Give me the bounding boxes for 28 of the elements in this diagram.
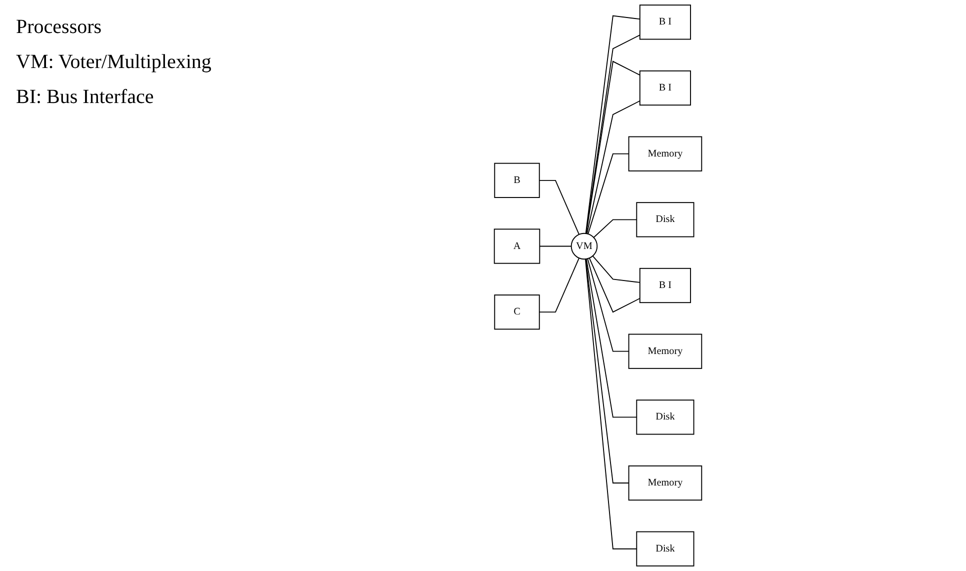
connector [586,100,640,234]
connector [584,258,638,550]
connector [538,258,580,313]
connector [587,258,630,352]
node-box: Disk [636,531,694,566]
node-box: B I [639,70,691,106]
node-box: B I [639,4,691,40]
node-box: C [494,294,540,330]
connector [592,256,640,283]
node-box: A [494,228,540,264]
node-box: Memory [628,136,702,172]
note-text: BI: Bus Interface [16,86,155,109]
connector [588,258,640,313]
node-box: B [494,162,540,198]
connector [593,219,638,238]
node-box: Memory [628,334,702,369]
connector [588,153,630,234]
note-text: VM: Voter/Multiplexing [16,51,212,74]
note-text: Processors [16,16,103,39]
node-circle: VM [570,232,598,260]
node-box: Memory [628,465,702,501]
connector [586,258,638,418]
connector [585,258,630,484]
node-box: Disk [636,202,694,238]
connector [539,246,572,247]
node-box: Disk [636,400,694,435]
connector [538,180,580,235]
node-box: B I [639,268,691,304]
